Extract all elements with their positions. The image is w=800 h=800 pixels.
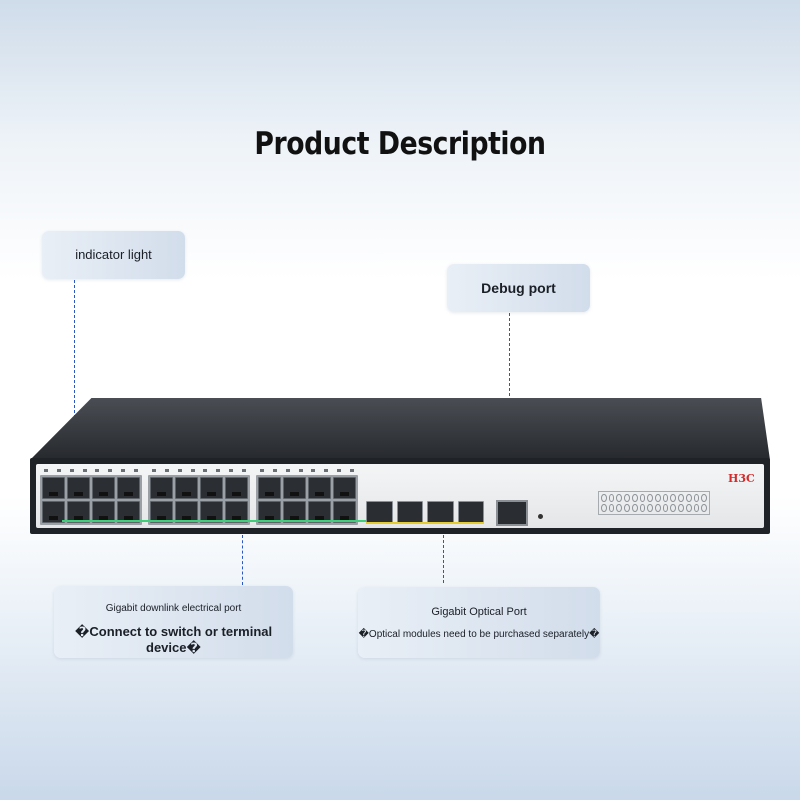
indicator-leds-block-2: [148, 469, 250, 474]
switch-front-bezel: H3C: [30, 458, 770, 534]
debug-port-callout: Debug port: [447, 264, 590, 312]
switch-front-panel: H3C: [36, 464, 764, 528]
rj45-port[interactable]: [92, 477, 115, 499]
rj45-port[interactable]: [308, 477, 331, 499]
rj45-port[interactable]: [200, 501, 223, 523]
rj45-port-block-2: [148, 475, 250, 525]
optical-port-note: �Optical modules need to be purchased se…: [358, 629, 600, 640]
optical-port-title: Gigabit Optical Port: [431, 606, 527, 618]
rj45-port[interactable]: [92, 501, 115, 523]
status-led-panel: [598, 491, 710, 515]
rj45-port[interactable]: [150, 501, 173, 523]
network-switch: H3C: [30, 398, 770, 536]
rj45-port[interactable]: [175, 501, 198, 523]
sfp-port-group: [366, 501, 484, 523]
sfp-port[interactable]: [427, 501, 454, 523]
rj45-port[interactable]: [200, 477, 223, 499]
optical-port-callout: Gigabit Optical Port �Optical modules ne…: [358, 587, 600, 658]
rj45-port[interactable]: [67, 477, 90, 499]
rj45-port[interactable]: [283, 501, 306, 523]
indicator-leds-block-3: [256, 469, 358, 474]
rj45-port[interactable]: [283, 477, 306, 499]
optical-port-strip: [366, 522, 484, 524]
downlink-port-callout: Gigabit downlink electrical port �Connec…: [54, 586, 293, 658]
indicator-pointer-line: [74, 280, 75, 468]
rj45-port[interactable]: [67, 501, 90, 523]
switch-top-cover: [30, 398, 770, 460]
sfp-port[interactable]: [366, 501, 393, 523]
rj45-port[interactable]: [258, 501, 281, 523]
sfp-port[interactable]: [396, 501, 423, 523]
indicator-leds-block-1: [40, 469, 142, 474]
rj45-port[interactable]: [258, 477, 281, 499]
rj45-port[interactable]: [308, 501, 331, 523]
rj45-port[interactable]: [42, 477, 65, 499]
reset-button[interactable]: [538, 514, 543, 519]
downlink-pointer-line: [242, 535, 243, 585]
rj45-port[interactable]: [333, 501, 356, 523]
rj45-port[interactable]: [175, 477, 198, 499]
debug-port-label: Debug port: [481, 280, 556, 296]
rj45-port[interactable]: [117, 477, 140, 499]
page-title: Product Description: [254, 126, 546, 162]
rj45-port[interactable]: [42, 501, 65, 523]
sfp-port[interactable]: [457, 501, 484, 523]
downlink-port-title: Gigabit downlink electrical port: [105, 603, 242, 614]
downlink-port-note: �Connect to switch or terminal device�: [74, 624, 273, 655]
rj45-port-block-3: [256, 475, 358, 525]
downlink-port-strip: [62, 520, 372, 522]
optical-pointer-line: [443, 535, 444, 583]
rj45-port-block-1: [40, 475, 142, 525]
rj45-port[interactable]: [225, 477, 248, 499]
rj45-port[interactable]: [117, 501, 140, 523]
indicator-light-callout: indicator light: [42, 231, 185, 279]
console-port[interactable]: [496, 500, 528, 526]
rj45-port[interactable]: [150, 477, 173, 499]
rj45-port[interactable]: [225, 501, 248, 523]
indicator-light-label: indicator light: [75, 247, 152, 262]
rj45-port[interactable]: [333, 477, 356, 499]
brand-logo: H3C: [728, 472, 755, 485]
